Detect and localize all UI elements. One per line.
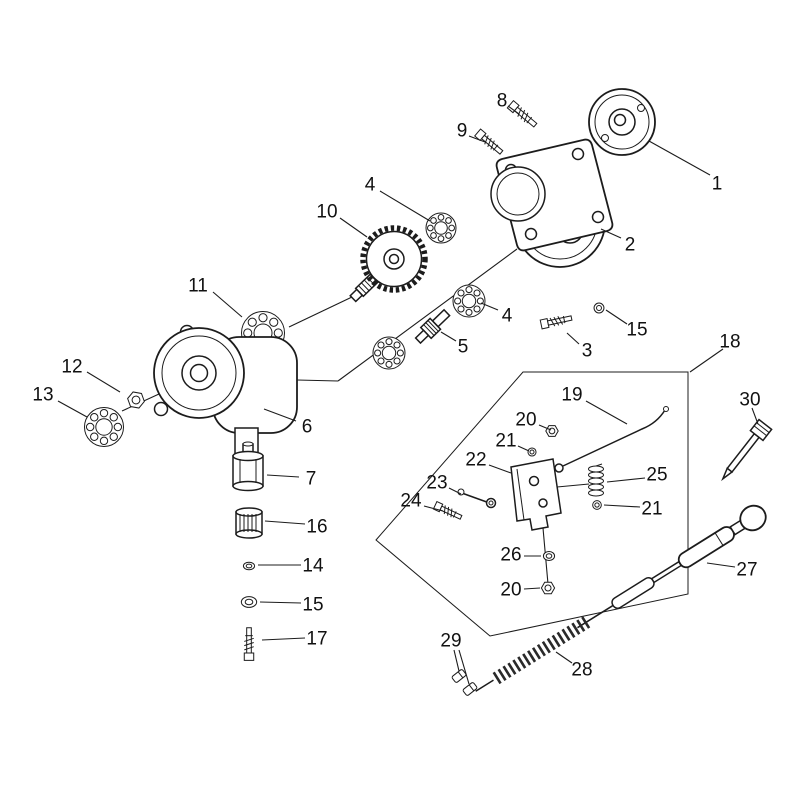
callout-10: 10 [316, 202, 337, 223]
part-nut-20a [545, 425, 559, 437]
callout-15-lower: 15 [302, 595, 323, 616]
callout-22: 22 [465, 450, 486, 471]
part-bolt-17 [243, 627, 255, 661]
callout-19: 19 [561, 385, 582, 406]
part-bolt-8 [506, 100, 539, 130]
part-throttle-cable-27 [577, 504, 767, 629]
part-bolt-3 [539, 313, 573, 330]
part-spring-28 [475, 616, 591, 692]
part-spring-25 [588, 463, 604, 497]
callout-30: 30 [739, 390, 760, 411]
part-fitting-16 [235, 507, 263, 539]
callout-26: 26 [500, 545, 521, 566]
callout-4-top: 4 [365, 175, 376, 196]
part-bearing-4a [425, 212, 457, 244]
detail-box-outline [375, 371, 689, 637]
part-washer-14 [243, 561, 255, 571]
part-oring-15-upper [593, 302, 605, 314]
callout-13: 13 [32, 385, 53, 406]
part-bracket-22 [510, 458, 590, 585]
part-ring-21a [527, 447, 537, 457]
callout-18: 18 [719, 332, 740, 353]
callout-2: 2 [625, 235, 636, 256]
part-ring-21b [592, 500, 602, 510]
callout-8: 8 [497, 91, 508, 112]
callout-20-lower: 20 [500, 580, 521, 601]
part-throttle-rod [554, 406, 669, 473]
part-pin-23 [457, 488, 497, 509]
callout-4-mid: 4 [502, 306, 513, 327]
part-washer-15-lower [240, 596, 258, 608]
leader-lines [57, 105, 759, 685]
part-bearing-4c [372, 336, 406, 370]
part-pulley [588, 88, 656, 156]
callout-7: 7 [306, 469, 317, 490]
part-ring-26 [543, 551, 555, 561]
part-ferrule-29a [450, 668, 468, 684]
callout-3: 3 [582, 341, 593, 362]
callout-6: 6 [302, 417, 313, 438]
callout-25: 25 [646, 465, 667, 486]
part-nut-12 [125, 390, 147, 410]
callout-1: 1 [712, 174, 723, 195]
part-bolt-9 [474, 128, 505, 157]
callout-14: 14 [302, 556, 324, 577]
callout-21-lower: 21 [641, 499, 662, 520]
callout-23: 23 [426, 473, 447, 494]
part-pump-housing [153, 324, 298, 465]
callout-29: 29 [440, 631, 461, 652]
part-shaft-5 [414, 308, 451, 345]
callout-5: 5 [458, 337, 469, 358]
part-nut-20b [541, 581, 555, 595]
callout-20-upper: 20 [515, 410, 536, 431]
part-ferrule-29b [461, 681, 479, 697]
callout-15-upper: 15 [626, 320, 647, 341]
part-bearing-4b [452, 284, 486, 318]
callout-11: 11 [188, 276, 208, 297]
callout-24: 24 [400, 491, 422, 512]
callout-9: 9 [457, 121, 468, 142]
callout-27: 27 [736, 560, 757, 581]
callout-17: 17 [306, 629, 327, 650]
part-cable-tie-30 [721, 418, 773, 482]
part-plunger-7 [232, 441, 264, 492]
callout-12: 12 [61, 357, 82, 378]
callout-21-upper: 21 [495, 431, 516, 452]
part-mounting-plate [490, 138, 614, 252]
part-bearing-13 [83, 406, 125, 448]
part-screw-24 [432, 501, 464, 522]
axis-lines [121, 248, 518, 412]
callout-16: 16 [306, 517, 327, 538]
part-gear [349, 225, 428, 303]
callout-28: 28 [571, 660, 592, 681]
